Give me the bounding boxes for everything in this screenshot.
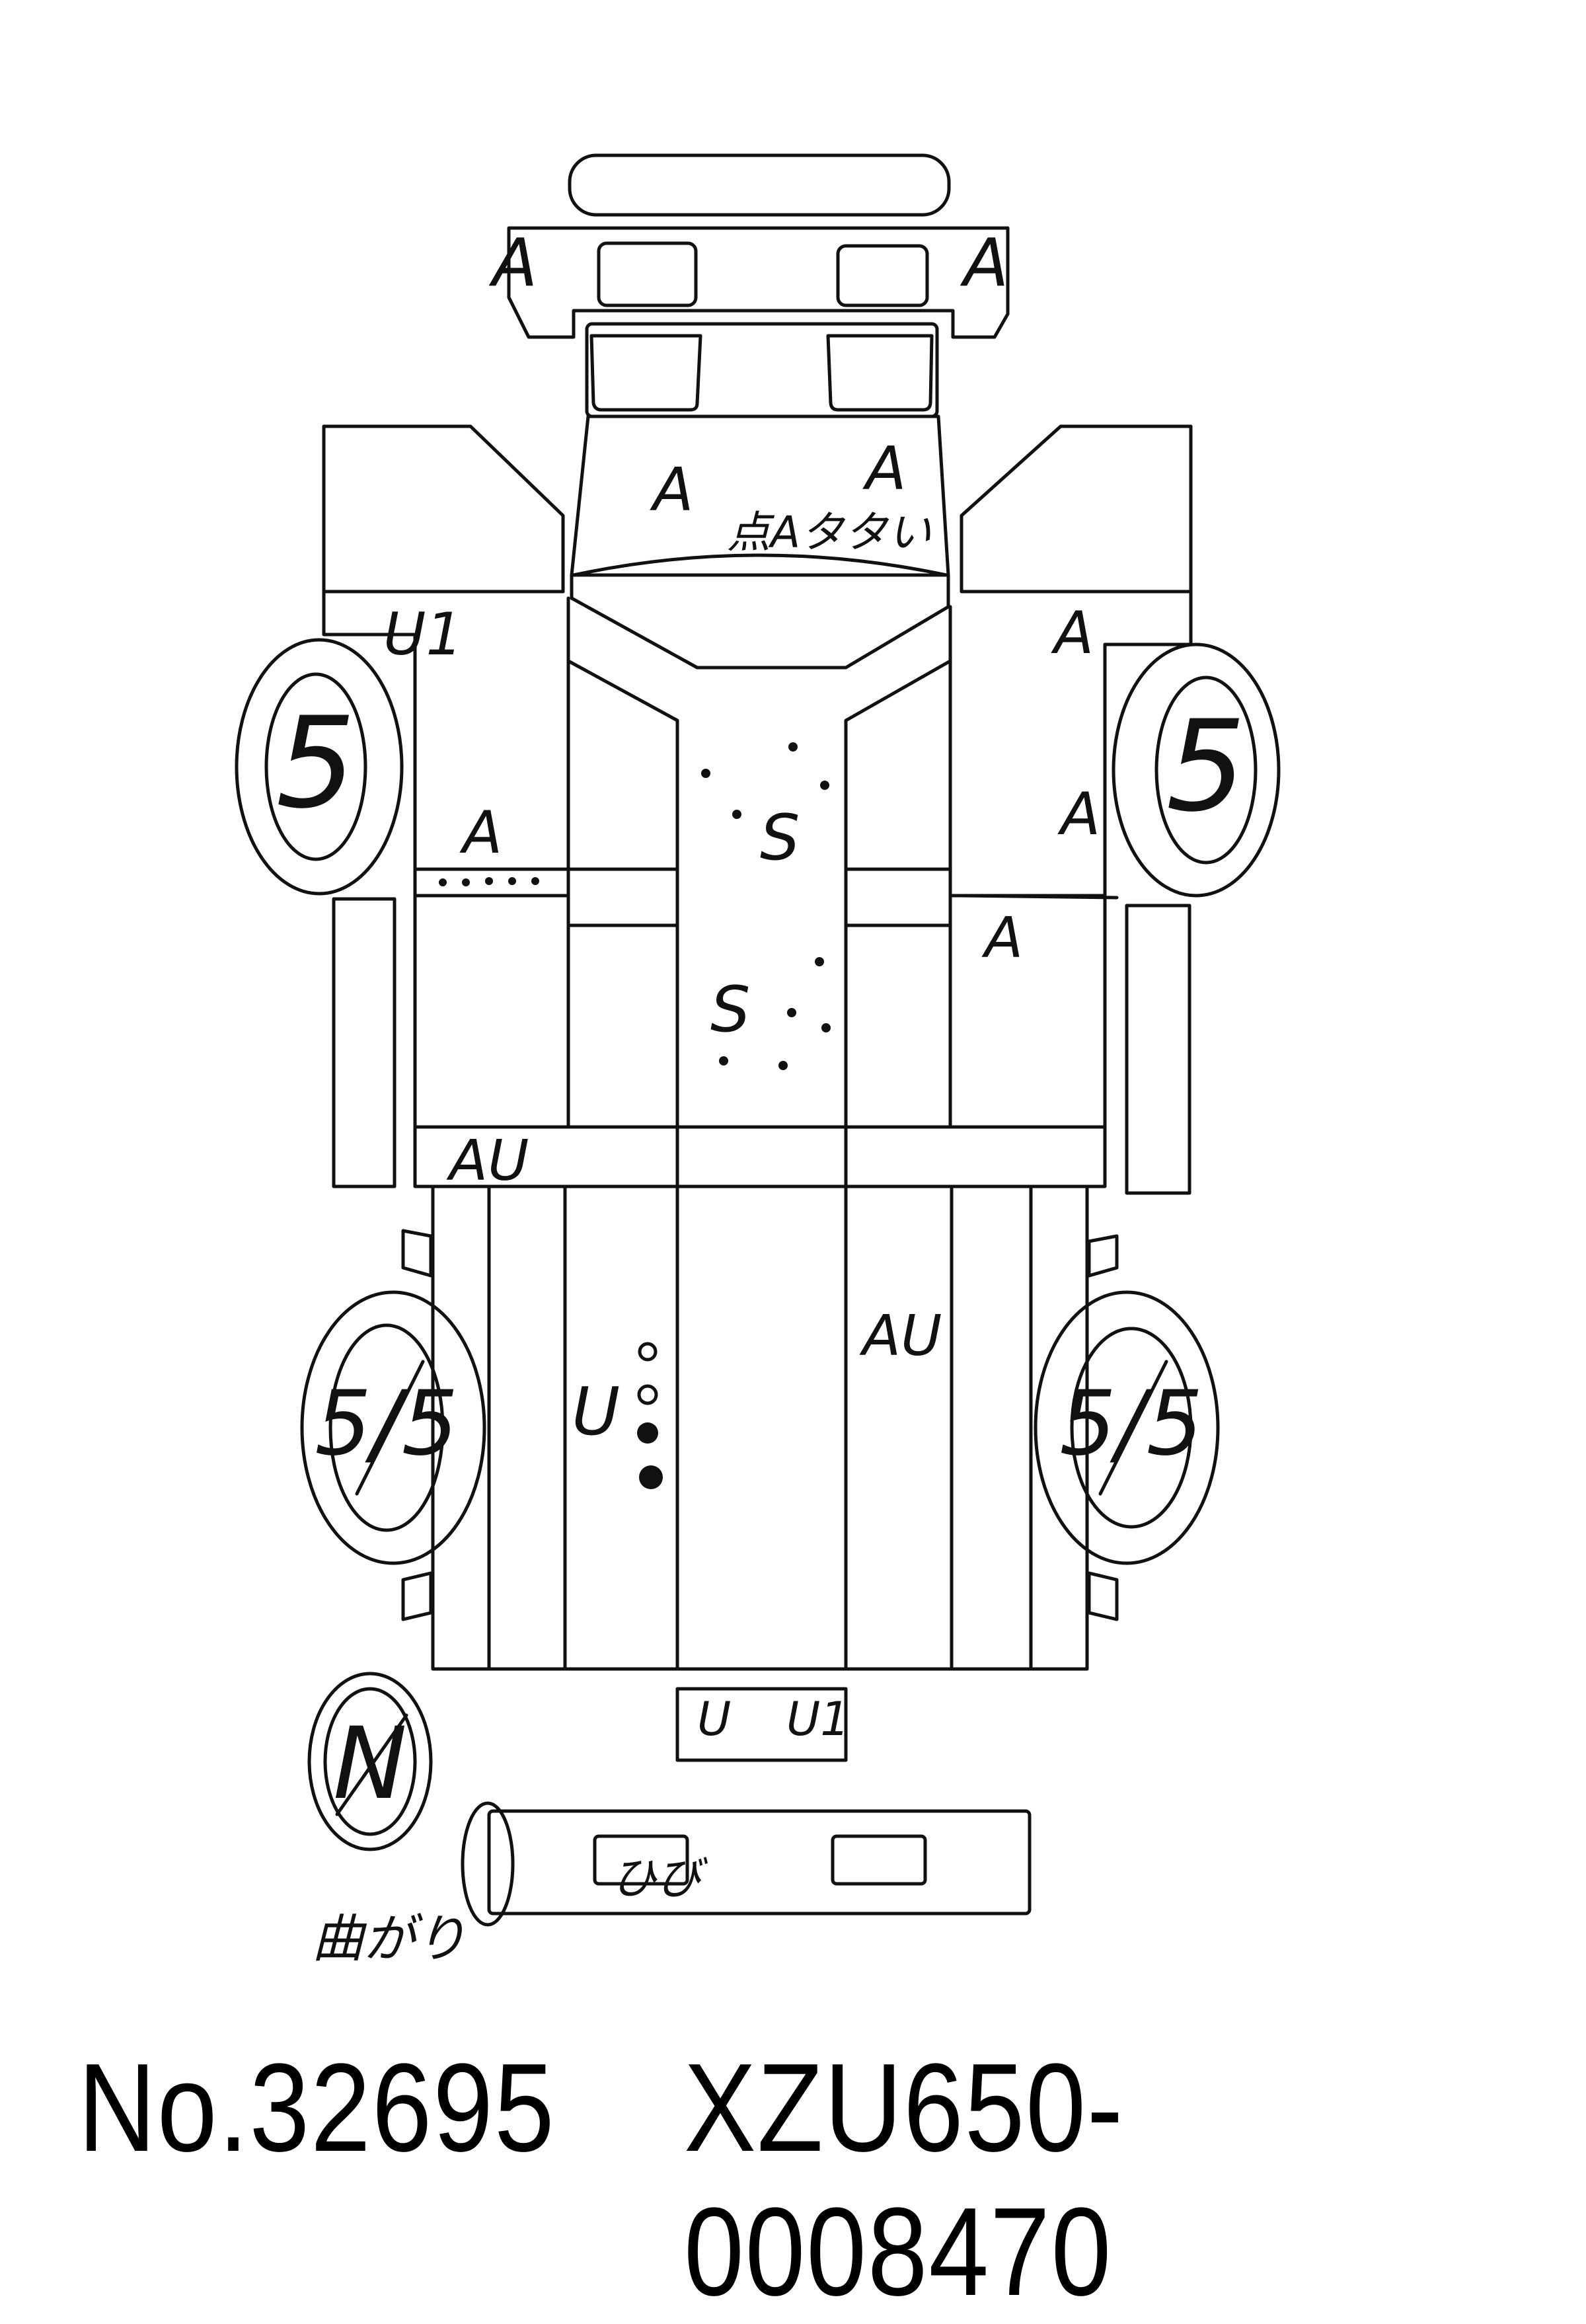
bent-oval (461, 1801, 515, 1927)
front-bumper-right-mark: A (960, 224, 1008, 301)
hood-right-mark: A (862, 434, 907, 504)
left-headlight (597, 241, 698, 307)
front-bumper-left-mark: A (488, 224, 537, 301)
chassis-number: XZU650-0008470 (684, 2038, 1124, 2322)
left-rear-tire-mark: 5/5 (315, 1372, 458, 1475)
right-rear-tire: 5/5 (1034, 1290, 1220, 1565)
reference-number: No.32695 (78, 2038, 556, 2178)
left-front-fender-mark: U1 (383, 600, 463, 668)
left-tail-lamp (593, 1834, 689, 1886)
right-front-tire: 5 (1112, 642, 1281, 898)
grade-circle: N (307, 1672, 433, 1851)
front-lamps (585, 322, 939, 418)
bed-left-mark: U (572, 1373, 620, 1450)
left-mirror-panel (322, 424, 565, 594)
front-bumper (568, 153, 951, 217)
right-front-door-upper-mark: A (1057, 780, 1100, 848)
cab-body (566, 596, 952, 1129)
windshield (570, 573, 950, 670)
roof-front-mark: S (760, 802, 800, 874)
tailgate-panel (675, 1687, 848, 1762)
left-front-tire: 5 (235, 638, 404, 896)
tailgate-left-mark: U (697, 1692, 731, 1746)
left-front-door-mark: A (459, 798, 502, 867)
right-front-door-lower-mark: A (981, 906, 1023, 971)
right-headlight (836, 244, 929, 307)
bed-right-mark: AU (859, 1303, 942, 1369)
hood-left-mark: A (650, 455, 694, 525)
hood-note: 点Aタタい (727, 507, 931, 558)
vehicle-inspection-diagram: 5 5 5/5 5/5 N A A A A 点Aタタい U1 A A A A S… (235, 153, 1281, 1969)
rear-bumper (487, 1809, 1032, 1916)
footer: No.32695 XZU650-0008470 (0, 2036, 1586, 2322)
left-rear-tire: 5/5 (300, 1290, 486, 1565)
front-grille (507, 226, 1010, 339)
left-front-door (322, 590, 570, 1129)
bent-note: 曲がり (312, 1910, 467, 1969)
right-tail-lamp (831, 1834, 927, 1886)
right-door-scratch-line (960, 894, 1119, 900)
roof-rear-mark: S (710, 974, 750, 1046)
right-front-tire-mark: 5 (1166, 693, 1246, 839)
left-front-tire-mark: 5 (276, 690, 356, 836)
right-front-door (948, 590, 1193, 1129)
steps (332, 897, 1191, 1195)
right-front-fender-mark: A (1051, 599, 1094, 667)
cargo-bed (401, 1184, 1119, 1671)
right-mirror-panel (960, 424, 1193, 594)
right-rear-tire-mark: 5/5 (1059, 1372, 1203, 1475)
rear-bumper-note: ひび (611, 1853, 708, 1905)
left-sill-mark: AU (446, 1128, 529, 1194)
damage-dots (439, 742, 831, 1489)
tire-slashes (335, 1360, 1168, 1816)
tailgate-right-mark: U1 (786, 1692, 850, 1746)
